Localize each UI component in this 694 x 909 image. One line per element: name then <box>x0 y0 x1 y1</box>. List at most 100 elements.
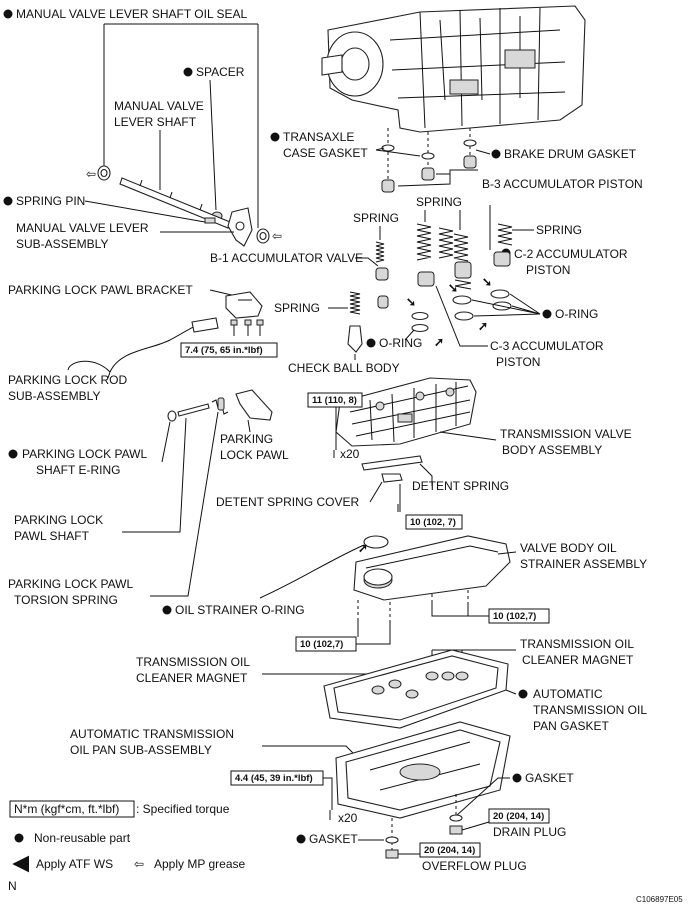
c3-accumulator-piston-b <box>454 261 472 279</box>
label-detent-spring-cover: DETENT SPRING COVER <box>216 495 359 509</box>
non-reusable-mark <box>3 9 13 19</box>
torque-detent: 10 (102, 7) <box>410 517 456 528</box>
non-reusable-mark <box>162 605 172 615</box>
label-spacer: SPACER <box>196 65 245 79</box>
legend: N*m (kgf*cm, ft.*lbf) : Specified torque… <box>9 800 245 873</box>
label-spring-right: SPRING <box>536 223 582 237</box>
non-reusable-mark <box>542 309 552 319</box>
label-cleaner-magnet-right-2: CLEANER MAGNET <box>522 653 634 667</box>
label-brake-drum-gasket: BRAKE DRUM GASKET <box>504 147 637 161</box>
label-qty-x20-pan: x20 <box>338 811 358 825</box>
label-manual-valve-lever-sub-2: SUB-ASSEMBLY <box>16 237 108 251</box>
legend-mp-grease-icon: ⇦ <box>134 857 144 871</box>
label-transaxle-case-gasket-1: TRANSAXLE <box>283 130 354 144</box>
spring-center-pair-1 <box>416 223 454 261</box>
atf-arrow-icon-5: ➚ <box>434 335 444 349</box>
oil-seal-right <box>256 228 270 244</box>
b1-accumulator-valve-body <box>377 295 389 309</box>
torque-pan: 4.4 (45, 39 in.*lbf) <box>235 773 313 784</box>
label-b1-accumulator-valve: B-1 ACCUMULATOR VALVE <box>210 251 363 265</box>
spring-check-ball <box>349 291 361 315</box>
valve-body-oil-strainer <box>353 535 511 601</box>
parking-lock-pawl-shaft <box>177 403 210 417</box>
label-manual-valve-lever-sub-1: MANUAL VALVE LEVER <box>16 221 149 235</box>
label-cleaner-magnet-left-2: CLEANER MAGNET <box>136 671 248 685</box>
label-spring-pin: SPRING PIN <box>16 194 85 208</box>
label-c3-accumulator-1: C-3 ACCUMULATOR <box>490 339 604 353</box>
transmission-valve-body <box>335 377 477 447</box>
mp-grease-icon-2: ⇦ <box>272 229 282 243</box>
b3-accumulator-piston-1 <box>381 179 395 193</box>
label-cleaner-magnet-right-1: TRANSMISSION OIL <box>520 637 634 651</box>
label-manual-valve-lever-shaft-1: MANUAL VALVE <box>114 99 204 113</box>
legend-torque-desc: : Specified torque <box>136 802 230 816</box>
label-transaxle-case-gasket-2: CASE GASKET <box>283 146 368 160</box>
non-reusable-mark <box>183 67 193 77</box>
detent-spring-cover <box>381 473 403 483</box>
atf-arrow-icon-4: ➚ <box>478 319 488 333</box>
label-spring-upper: SPRING <box>416 195 462 209</box>
label-oil-strainer-o-ring: OIL STRAINER O-RING <box>175 603 305 617</box>
atf-arrow-icon-6: ➚ <box>358 541 368 555</box>
parking-lock-pawl-bracket <box>225 291 263 319</box>
non-reusable-mark <box>8 449 18 459</box>
oil-pan <box>335 721 511 819</box>
label-valve-body-strainer-1: VALVE BODY OIL <box>520 541 617 555</box>
label-manual-valve-lever-shaft-2: LEVER SHAFT <box>114 115 197 129</box>
label-pawl-torsion-2: TORSION SPRING <box>14 593 118 607</box>
label-b3-accumulator-piston: B-3 ACCUMULATOR PISTON <box>482 177 643 191</box>
label-c2-accumulator-2: PISTON <box>526 263 570 277</box>
label-spring-left: SPRING <box>353 211 399 225</box>
label-c2-accumulator-1: C-2 ACCUMULATOR <box>514 247 628 261</box>
label-oil-pan-2: OIL PAN SUB-ASSEMBLY <box>70 743 212 757</box>
label-gasket-bottom: GASKET <box>309 832 358 846</box>
label-pan-gasket-2: TRANSMISSION OIL <box>533 703 647 717</box>
legend-torque-box <box>9 800 135 818</box>
torque-valve-body: 11 (110, 8) <box>312 395 357 406</box>
check-ball-body <box>347 325 363 353</box>
pawl-shaft-e-ring <box>167 410 177 422</box>
label-parking-lock-pawl-1: PARKING <box>220 432 273 446</box>
label-transmission-valve-body-2: BODY ASSEMBLY <box>502 443 602 457</box>
label-o-ring-right: O-RING <box>555 307 598 321</box>
oil-strainer-o-ring <box>363 535 389 549</box>
label-cleaner-magnet-left-1: TRANSMISSION OIL <box>136 655 250 669</box>
label-transmission-valve-body-1: TRANSMISSION VALVE <box>500 427 632 441</box>
label-pan-gasket-3: PAN GASKET <box>533 719 609 733</box>
bracket-bolts <box>230 319 264 336</box>
label-parking-lock-rod-2: SUB-ASSEMBLY <box>8 389 100 403</box>
c2-accumulator-piston <box>493 251 511 267</box>
spring-c2 <box>497 223 513 246</box>
mp-grease-icon-1: ⇦ <box>86 167 96 181</box>
transaxle-case-gasket-2 <box>421 152 435 160</box>
detent-spring <box>361 455 423 471</box>
label-check-ball-body: CHECK BALL BODY <box>288 361 400 375</box>
manual-valve-lever-shaft <box>119 177 231 229</box>
non-reusable-mark <box>491 149 501 159</box>
non-reusable-mark <box>3 196 13 206</box>
legend-torque-unit: N*m (kgf*cm, ft.*lbf) <box>14 802 119 816</box>
oil-seal-left <box>97 165 111 181</box>
label-gasket-right: GASKET <box>525 771 574 785</box>
torque-bracket: 7.4 (75, 65 in.*lbf) <box>185 345 263 356</box>
manual-valve-lever-sub-assembly <box>227 207 253 247</box>
non-reusable-mark <box>518 689 528 699</box>
label-detent-spring: DETENT SPRING <box>412 479 509 493</box>
brake-drum-gasket <box>463 139 477 147</box>
overflow-gasket <box>385 836 399 844</box>
o-rings-group <box>411 289 512 333</box>
non-reusable-mark <box>296 834 306 844</box>
torque-box-overflow <box>419 842 481 858</box>
cleaner-magnets <box>371 671 469 699</box>
label-manual-valve-lever-shaft-oil-seal: MANUAL VALVE LEVER SHAFT OIL SEAL <box>16 7 248 21</box>
non-reusable-mark <box>512 773 522 783</box>
atf-arrow-icon-3: ➘ <box>406 295 416 309</box>
torque-box-bracket <box>180 342 278 358</box>
label-c3-accumulator-2: PISTON <box>496 355 540 369</box>
overflow-plug <box>385 849 399 859</box>
spring-b1 <box>375 241 385 263</box>
spring-pin <box>204 217 216 224</box>
parking-lock-rod-sub-assembly <box>107 317 219 379</box>
non-reusable-mark <box>366 338 376 348</box>
label-pan-gasket-1: AUTOMATIC <box>533 687 603 701</box>
